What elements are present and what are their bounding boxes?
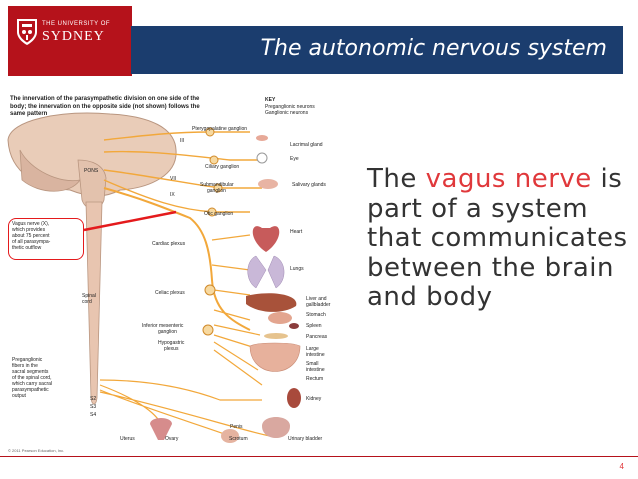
- university-logo: THE UNIVERSITY OF SYDNEY: [8, 6, 132, 76]
- label-small-1: Small: [306, 361, 319, 367]
- eye-organ: [256, 152, 268, 164]
- pancreas-organ: [264, 333, 288, 339]
- label-otic: Otic ganglion: [204, 211, 234, 217]
- label-rectum: Rectum: [306, 376, 324, 382]
- label-inf-mes-1: Inferior mesenteric: [142, 323, 184, 329]
- label-inf-mes-2: ganglion: [158, 329, 177, 335]
- key-ganglionic: Ganglionic neurons: [265, 110, 309, 116]
- logo-line-2: SYDNEY: [42, 29, 105, 44]
- label-vii: VII: [170, 176, 177, 182]
- uterus-organ: [150, 418, 172, 440]
- label-ix: IX: [170, 192, 175, 198]
- scrotum-organ: [221, 429, 239, 443]
- body-text-end: is part of a system that communicates be…: [367, 164, 628, 312]
- label-small-2: intestine: [306, 367, 325, 373]
- vagus-callout-line-1: Vagus nerve (X),: [12, 221, 50, 227]
- label-pregang-5: which carry sacral: [12, 381, 53, 387]
- kidney-organ: [287, 388, 301, 408]
- spleen-organ: [289, 323, 299, 329]
- heart-organ: [252, 226, 280, 252]
- label-pregang-4: of the spinal cord,: [12, 375, 52, 381]
- logo-line-1: THE UNIVERSITY OF: [42, 21, 111, 27]
- label-lacrimal: Lacrimal gland: [290, 142, 323, 148]
- label-pregang-3: sacral segments: [12, 369, 49, 375]
- organ-branches-path: [99, 234, 271, 437]
- label-submandibular-1: Submandibular: [200, 182, 234, 188]
- label-lungs: Lungs: [290, 266, 304, 272]
- label-spinal-1: Spinal: [82, 293, 96, 299]
- cranial-nerves-path: [103, 131, 262, 213]
- slide-header: THE UNIVERSITY OF SYDNEY The autonomic n…: [0, 0, 638, 80]
- label-cardiac: Cardiac plexus: [152, 241, 186, 247]
- label-s2: S2: [90, 396, 97, 402]
- lacrimal-organ: [256, 135, 268, 141]
- vagus-nerve-path: [103, 187, 251, 331]
- label-liver-1: Liver and: [306, 296, 327, 302]
- vagus-callout-line-4: of all parasympa-: [12, 239, 51, 245]
- label-penis: Penis: [230, 424, 243, 430]
- label-spinal-2: cord: [82, 299, 92, 305]
- brainstem-shape: [77, 159, 107, 210]
- lungs-organ: [247, 255, 285, 289]
- intestine-organ: [249, 342, 301, 372]
- bladder-organ: [262, 417, 290, 438]
- label-pregang-1: Preganglionic: [12, 357, 43, 363]
- figure-key: KEY Preganglionic neurons Ganglionic neu…: [265, 97, 315, 117]
- body-text-start: The: [367, 164, 426, 194]
- label-stomach: Stomach: [306, 312, 326, 318]
- parasympathetic-diagram: [7, 112, 301, 443]
- label-iii: III: [180, 138, 185, 144]
- label-pregang-2: fibers in the: [12, 363, 38, 369]
- label-hypo-1: Hypogastric: [158, 340, 185, 346]
- label-pterygopalatine: Pterygopalatine ganglion: [192, 126, 248, 132]
- label-celiac: Celiac plexus: [155, 290, 185, 296]
- label-bladder: Urinary bladder: [288, 436, 323, 442]
- label-liver-2: gallbladder: [306, 302, 331, 308]
- page-number: 4: [619, 462, 624, 471]
- label-pregang-6: parasympathetic: [12, 387, 49, 393]
- label-large-2: intestine: [306, 352, 325, 358]
- label-s3: S3: [90, 404, 97, 410]
- label-large-1: Large: [306, 346, 319, 352]
- label-pregang-7: output: [12, 393, 26, 399]
- stomach-organ: [268, 312, 292, 324]
- vagus-pointer-line: [83, 210, 177, 232]
- label-submandibular-2: ganglion: [207, 188, 226, 194]
- vagus-callout-line-5: thetic outflow: [12, 245, 42, 251]
- spinal-cord-shape: [85, 201, 103, 405]
- crest-icon: [17, 19, 37, 45]
- label-s4: S4: [90, 412, 97, 418]
- salivary-organ: [258, 179, 278, 189]
- vagus-callout-box: Vagus nerve (X), which provides about 75…: [8, 218, 84, 260]
- label-heart: Heart: [290, 229, 303, 235]
- label-ciliary: Ciliary ganglion: [205, 164, 240, 170]
- label-uterus: Uterus: [120, 436, 135, 442]
- label-hypo-2: plexus: [164, 346, 179, 352]
- body-text-highlight: vagus nerve: [425, 164, 592, 194]
- label-kidney: Kidney: [306, 396, 322, 402]
- label-pons: PONS: [84, 168, 99, 174]
- liver-organ: [246, 293, 297, 312]
- label-ovary: Ovary: [165, 436, 179, 442]
- label-salivary: Salivary glands: [292, 182, 326, 188]
- label-spleen: Spleen: [306, 323, 322, 329]
- body-text: The vagus nerve is part of a system that…: [367, 164, 629, 313]
- footer-line: [0, 456, 638, 457]
- figure-caption: The innervation of the parasympathetic d…: [10, 96, 200, 117]
- key-preganglionic: Preganglionic neurons: [265, 103, 315, 110]
- vagus-callout-line-2: which provides: [12, 227, 46, 233]
- label-scrotum: Scrotum: [229, 436, 248, 442]
- key-title: KEY: [265, 97, 276, 103]
- title-bar: The autonomic nervous system: [131, 26, 623, 74]
- label-pancreas: Pancreas: [306, 334, 328, 340]
- label-eye: Eye: [290, 156, 299, 162]
- vagus-callout-line-3: about 75 percent: [12, 233, 50, 239]
- slide-title: The autonomic nervous system: [260, 36, 607, 61]
- copyright-note: © 2011 Pearson Education, Inc.: [8, 448, 65, 453]
